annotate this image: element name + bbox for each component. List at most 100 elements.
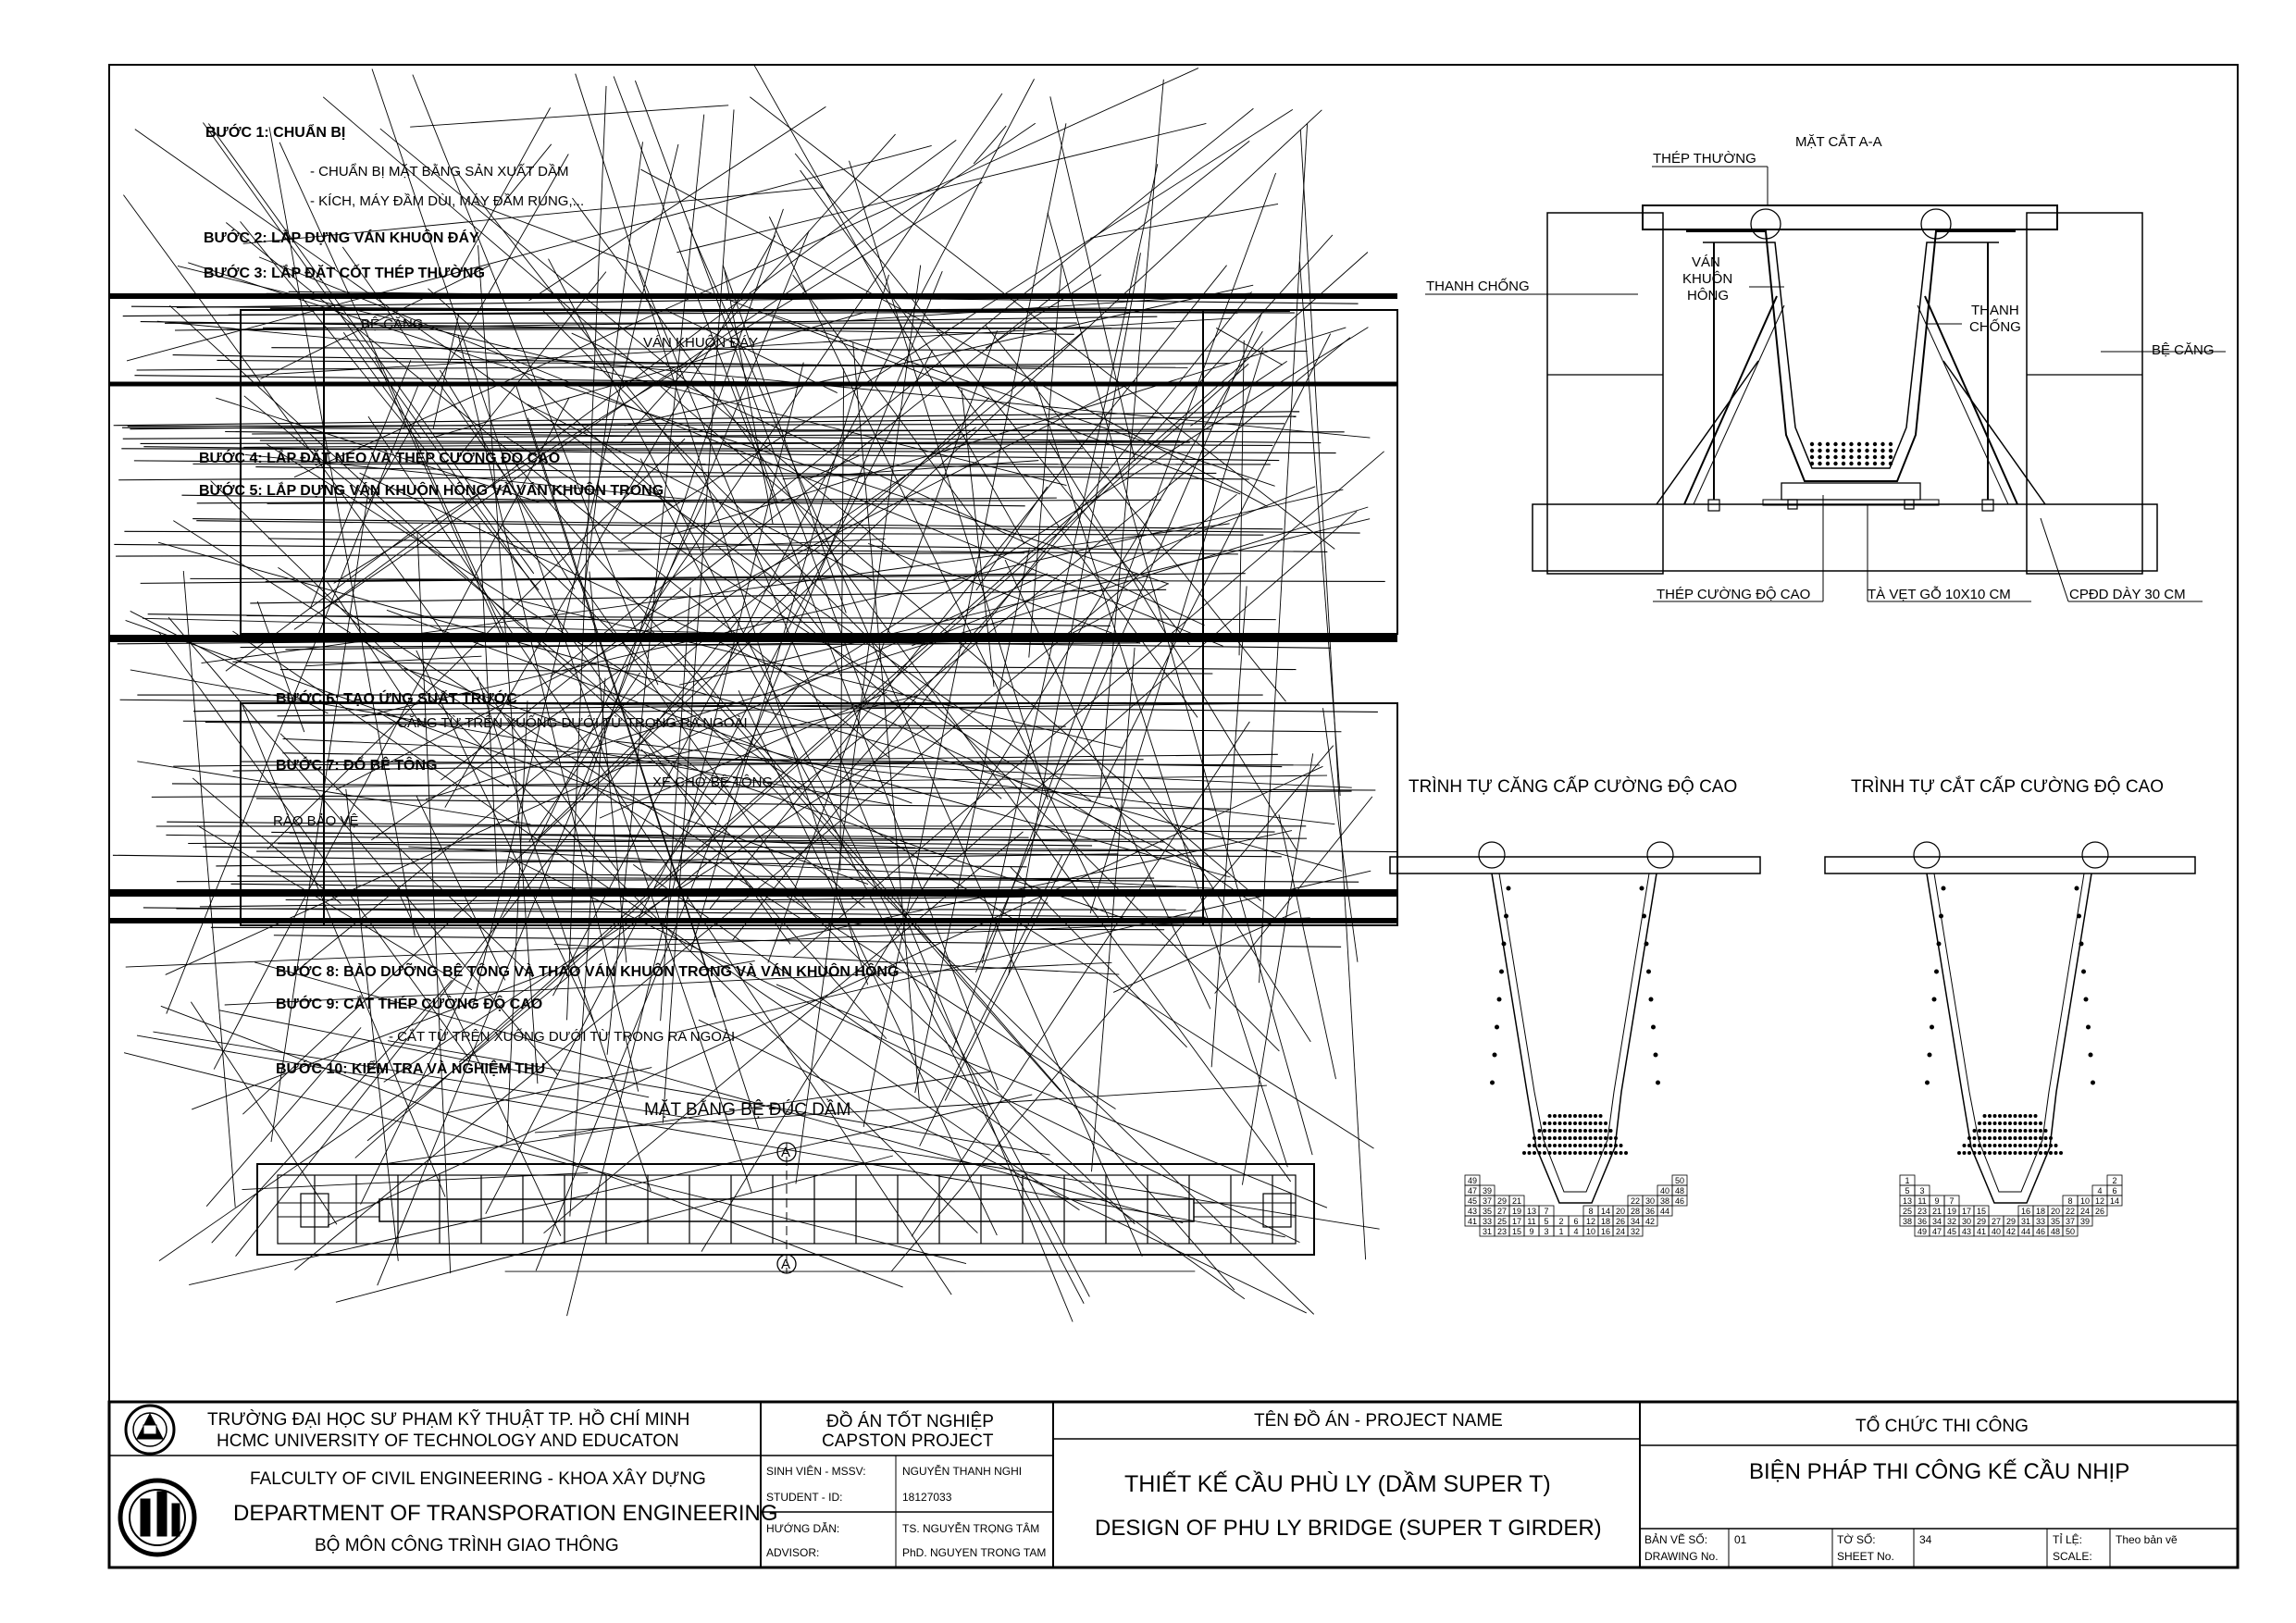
sequence-cell: 37 xyxy=(1479,1195,1496,1207)
sequence-cell: 33 xyxy=(1479,1215,1496,1227)
cut-sequence-title: TRÌNH TỰ CẮT CẤP CƯỜNG ĐỘ CAO xyxy=(1851,776,2164,797)
sequence-cell: 1 xyxy=(1553,1225,1570,1237)
step-6-title: BƯỚC 6: TẠO ỨNG SUẤT TRƯỚC xyxy=(276,689,517,707)
project-name-vn: THIẾT KẾ CẦU PHÙ LY (DẦM SUPER T) xyxy=(1124,1470,1551,1497)
drawing-no-label-vn: BẢN VẼ SỐ: xyxy=(1644,1532,1707,1546)
svg-text:18: 18 xyxy=(1601,1217,1610,1226)
svg-text:8: 8 xyxy=(1588,1207,1593,1216)
svg-text:49: 49 xyxy=(1468,1176,1477,1185)
svg-text:42: 42 xyxy=(1645,1217,1655,1226)
plan-label-xe-cho-be-tong: XE CHỞ BÊ TÔNG xyxy=(652,774,773,790)
svg-text:5: 5 xyxy=(1905,1186,1909,1196)
sequence-cell: 20 xyxy=(2047,1205,2064,1217)
svg-text:8: 8 xyxy=(2067,1196,2072,1206)
svg-text:36: 36 xyxy=(1645,1207,1655,1216)
sequence-cell: 31 xyxy=(2017,1215,2034,1227)
sequence-cell: 29 xyxy=(1973,1215,1990,1227)
svg-text:46: 46 xyxy=(1675,1196,1684,1206)
svg-text:17: 17 xyxy=(1512,1217,1521,1226)
title-block: TRƯỜNG ĐẠI HỌC SƯ PHẠM KỸ THUẬT TP. HỒ C… xyxy=(107,1400,2240,1569)
sequence-cell: 15 xyxy=(1973,1205,1990,1217)
section-label-thanh-chong-right-1: THANH xyxy=(1971,303,2019,318)
svg-text:18: 18 xyxy=(2036,1207,2045,1216)
faculty-logo-icon xyxy=(118,1478,197,1557)
svg-text:42: 42 xyxy=(2006,1227,2016,1236)
step-9-note-1: - CẮT TỪ TRÊN XUỐNG DƯỚI TỪ TRONG RA NGO… xyxy=(389,1028,735,1045)
svg-text:24: 24 xyxy=(2080,1207,2090,1216)
svg-text:38: 38 xyxy=(1660,1196,1669,1206)
sequence-cell: 35 xyxy=(2047,1215,2064,1227)
sequence-cell: 3 xyxy=(1538,1225,1555,1237)
sequence-cell: 18 xyxy=(1597,1215,1614,1227)
section-label-be-cang: BỆ CĂNG xyxy=(2152,342,2215,358)
sequence-cell: 40 xyxy=(1657,1184,1673,1196)
sequence-cell: 17 xyxy=(1508,1215,1525,1227)
step-9-title: BƯỚC 9: CẮT THÉP CƯỜNG ĐỘ CAO xyxy=(276,995,542,1012)
svg-text:19: 19 xyxy=(1512,1207,1521,1216)
svg-text:40: 40 xyxy=(1660,1186,1669,1196)
sequence-cell: 7 xyxy=(1943,1195,1960,1207)
sequence-cell: 25 xyxy=(1899,1205,1916,1217)
plan-title: MẶT BẰNG BỆ ĐÚC DẦM xyxy=(644,1099,850,1120)
advisor-name-en: PhD. NGUYEN TRONG TAM xyxy=(902,1546,1046,1559)
svg-text:43: 43 xyxy=(1468,1207,1477,1216)
svg-text:3: 3 xyxy=(1544,1227,1548,1236)
sequence-cell: 48 xyxy=(1671,1184,1688,1196)
svg-text:23: 23 xyxy=(1497,1227,1507,1236)
sequence-cell: 44 xyxy=(2017,1225,2034,1237)
svg-text:11: 11 xyxy=(1917,1196,1926,1206)
svg-text:25: 25 xyxy=(1497,1217,1507,1226)
svg-text:15: 15 xyxy=(1977,1207,1986,1216)
svg-text:1: 1 xyxy=(1558,1227,1563,1236)
sequence-cell: 41 xyxy=(1973,1225,1990,1237)
svg-text:45: 45 xyxy=(1947,1227,1956,1236)
svg-text:22: 22 xyxy=(2066,1207,2075,1216)
sequence-cell: 6 xyxy=(1568,1215,1584,1227)
project-type-vn: ĐỒ ÁN TỐT NGHIỆP xyxy=(826,1411,994,1431)
construction-steps: BƯỚC 1: CHUẨN BỊ - CHUẨN BỊ MẶT BẰNG SẢN… xyxy=(199,123,899,1077)
section-label-thep-thuong: THÉP THƯỜNG xyxy=(1653,151,1756,167)
svg-text:19: 19 xyxy=(1947,1207,1956,1216)
svg-text:39: 39 xyxy=(1483,1186,1492,1196)
svg-text:48: 48 xyxy=(2051,1227,2060,1236)
svg-text:21: 21 xyxy=(1932,1207,1942,1216)
plan-area: A A BƯỚC 1: CHUẨN BỊ - CHUẨN BỊ MẶT BẰNG… xyxy=(109,64,1398,1322)
sequence-cell: 23 xyxy=(1494,1225,1510,1237)
svg-text:47: 47 xyxy=(1468,1186,1477,1196)
sequence-cell: 45 xyxy=(1943,1225,1960,1237)
sheet-no-label-en: SHEET No. xyxy=(1837,1550,1894,1563)
svg-text:50: 50 xyxy=(2066,1227,2075,1236)
advisor-label-en: ADVISOR: xyxy=(766,1546,819,1559)
drawing-title: BIỆN PHÁP THI CÔNG KẾ CẦU NHỊP xyxy=(1749,1458,2129,1484)
svg-text:13: 13 xyxy=(1903,1196,1912,1206)
scale-label-vn: TỈ LỆ: xyxy=(2053,1532,2082,1546)
svg-text:37: 37 xyxy=(2066,1217,2075,1226)
svg-text:12: 12 xyxy=(1586,1217,1595,1226)
student-name: NGUYỄN THANH NGHI xyxy=(902,1464,1022,1478)
svg-text:46: 46 xyxy=(2036,1227,2045,1236)
sequence-cell: 9 xyxy=(1929,1195,1945,1207)
step-7-title: BƯỚC 7: ĐỔ BÊ TÔNG xyxy=(276,756,437,774)
sequence-cell: 14 xyxy=(1597,1205,1614,1217)
sequence-cell: 39 xyxy=(1479,1184,1496,1196)
sequence-cell: 4 xyxy=(1568,1225,1584,1237)
sequence-cell: 34 xyxy=(1627,1215,1644,1227)
svg-text:13: 13 xyxy=(1527,1207,1536,1216)
sequence-cell: 43 xyxy=(1464,1205,1481,1217)
svg-text:45: 45 xyxy=(1468,1196,1477,1206)
svg-text:14: 14 xyxy=(2110,1196,2119,1206)
svg-text:34: 34 xyxy=(1932,1217,1942,1226)
sequence-cell: 24 xyxy=(1612,1225,1629,1237)
sequence-cell: 46 xyxy=(1671,1195,1688,1207)
sequence-cell: 21 xyxy=(1929,1205,1945,1217)
department-name-en: DEPARTMENT OF TRANSPORATION ENGINEERING xyxy=(233,1501,778,1526)
sequence-cell: 45 xyxy=(1464,1195,1481,1207)
svg-text:29: 29 xyxy=(2006,1217,2016,1226)
svg-text:23: 23 xyxy=(1917,1207,1927,1216)
sequence-cell: 36 xyxy=(1642,1205,1658,1217)
cut-sequence-strands xyxy=(1925,886,2095,1155)
sequence-cell: 2 xyxy=(1553,1215,1570,1227)
svg-text:37: 37 xyxy=(1483,1196,1492,1206)
svg-text:29: 29 xyxy=(1497,1196,1507,1206)
sequence-cell: 5 xyxy=(1538,1215,1555,1227)
